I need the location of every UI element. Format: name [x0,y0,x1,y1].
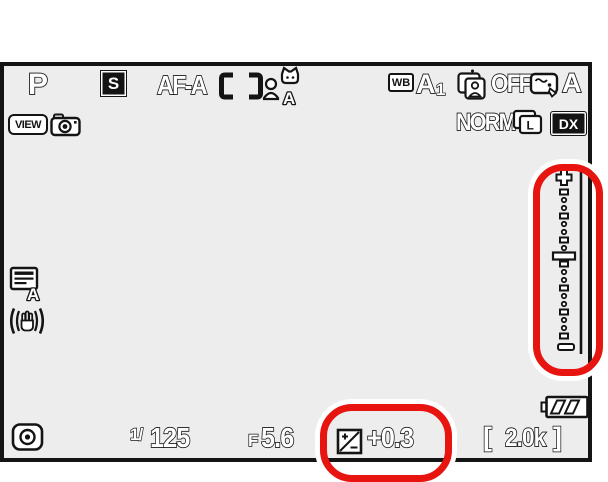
battery-icon [540,395,589,419]
exposure-scale-minor-tick [560,220,568,228]
exposure-scale-minor-tick [560,268,568,276]
portrait-impression-value: OFF [490,70,533,98]
exposure-scale-minor-tick [560,324,568,332]
exposure-scale-major-tick [559,260,569,268]
exposure-scale-minor-tick [560,300,568,308]
shutter-prefix: 1/ [129,425,144,444]
exposure-scale-major-tick [559,212,569,220]
exposure-scale-minor-tick [560,244,568,252]
exposure-scale-minor-tick [560,292,568,300]
annotation-oval-exposure-scale [533,164,603,376]
exposure-scale-major-tick [559,308,569,316]
exposure-scale-major-tick [559,284,569,292]
dx-format-badge: DX [550,111,587,136]
portrait-impression-icon [457,69,486,100]
focus-mode-af-a: AF-A [156,70,208,100]
exposure-scale-major-tick [559,236,569,244]
wb-label: WB [391,76,411,89]
vibration-reduction-icon [9,307,45,335]
aperture-prefix: F [247,431,259,450]
wb-badge: WB [388,73,414,92]
exposure-compensation-value: +0.3 [366,422,415,453]
auto-area-af-icon [219,72,263,100]
release-mode-label: S [107,73,120,93]
frames-bracket-close: ] [552,422,562,452]
subject-detection-auto-icon: A [262,66,300,106]
picture-control-icon [529,72,559,98]
frames-bracket-open: [ [482,422,492,452]
shutter-speed-value: 125 [149,422,191,453]
view-badge: VIEW [8,114,48,135]
white-balance-sub: 1 [435,80,446,99]
frames-remaining: 2.0k [504,424,547,452]
view-camera-icon [50,113,81,137]
exposure-scale-minor-tick [560,196,568,204]
image-size-icon: L [512,109,543,135]
annotation-oval-exposure-comp [320,404,452,482]
exposure-scale-minor-tick [560,276,568,284]
white-balance-value: A [415,69,436,99]
release-mode-single-badge: S [100,70,127,97]
aperture-value: 5.6 [260,422,295,453]
matrix-metering-icon [11,423,44,451]
view-label: VIEW [14,118,42,131]
exposure-scale-minor-tick [560,204,568,212]
image-size-letter: L [527,119,534,133]
active-d-lighting-icon: A [9,266,41,302]
image-area-label: DX [558,115,579,132]
exposure-mode-p: P [27,68,49,101]
camera-lcd-display: P S AF-A A WB A 1 OFF [0,62,592,462]
exposure-scale-minor-tick [560,228,568,236]
exposure-scale-minor-tick [560,316,568,324]
exposure-scale-marker [551,251,577,261]
image-quality: NORM [455,109,517,136]
subject-detection-letter: A [283,89,295,106]
active-d-lighting-letter: A [27,285,39,302]
picture-control-value: A [561,68,582,98]
exposure-scale-major-tick [559,332,569,340]
